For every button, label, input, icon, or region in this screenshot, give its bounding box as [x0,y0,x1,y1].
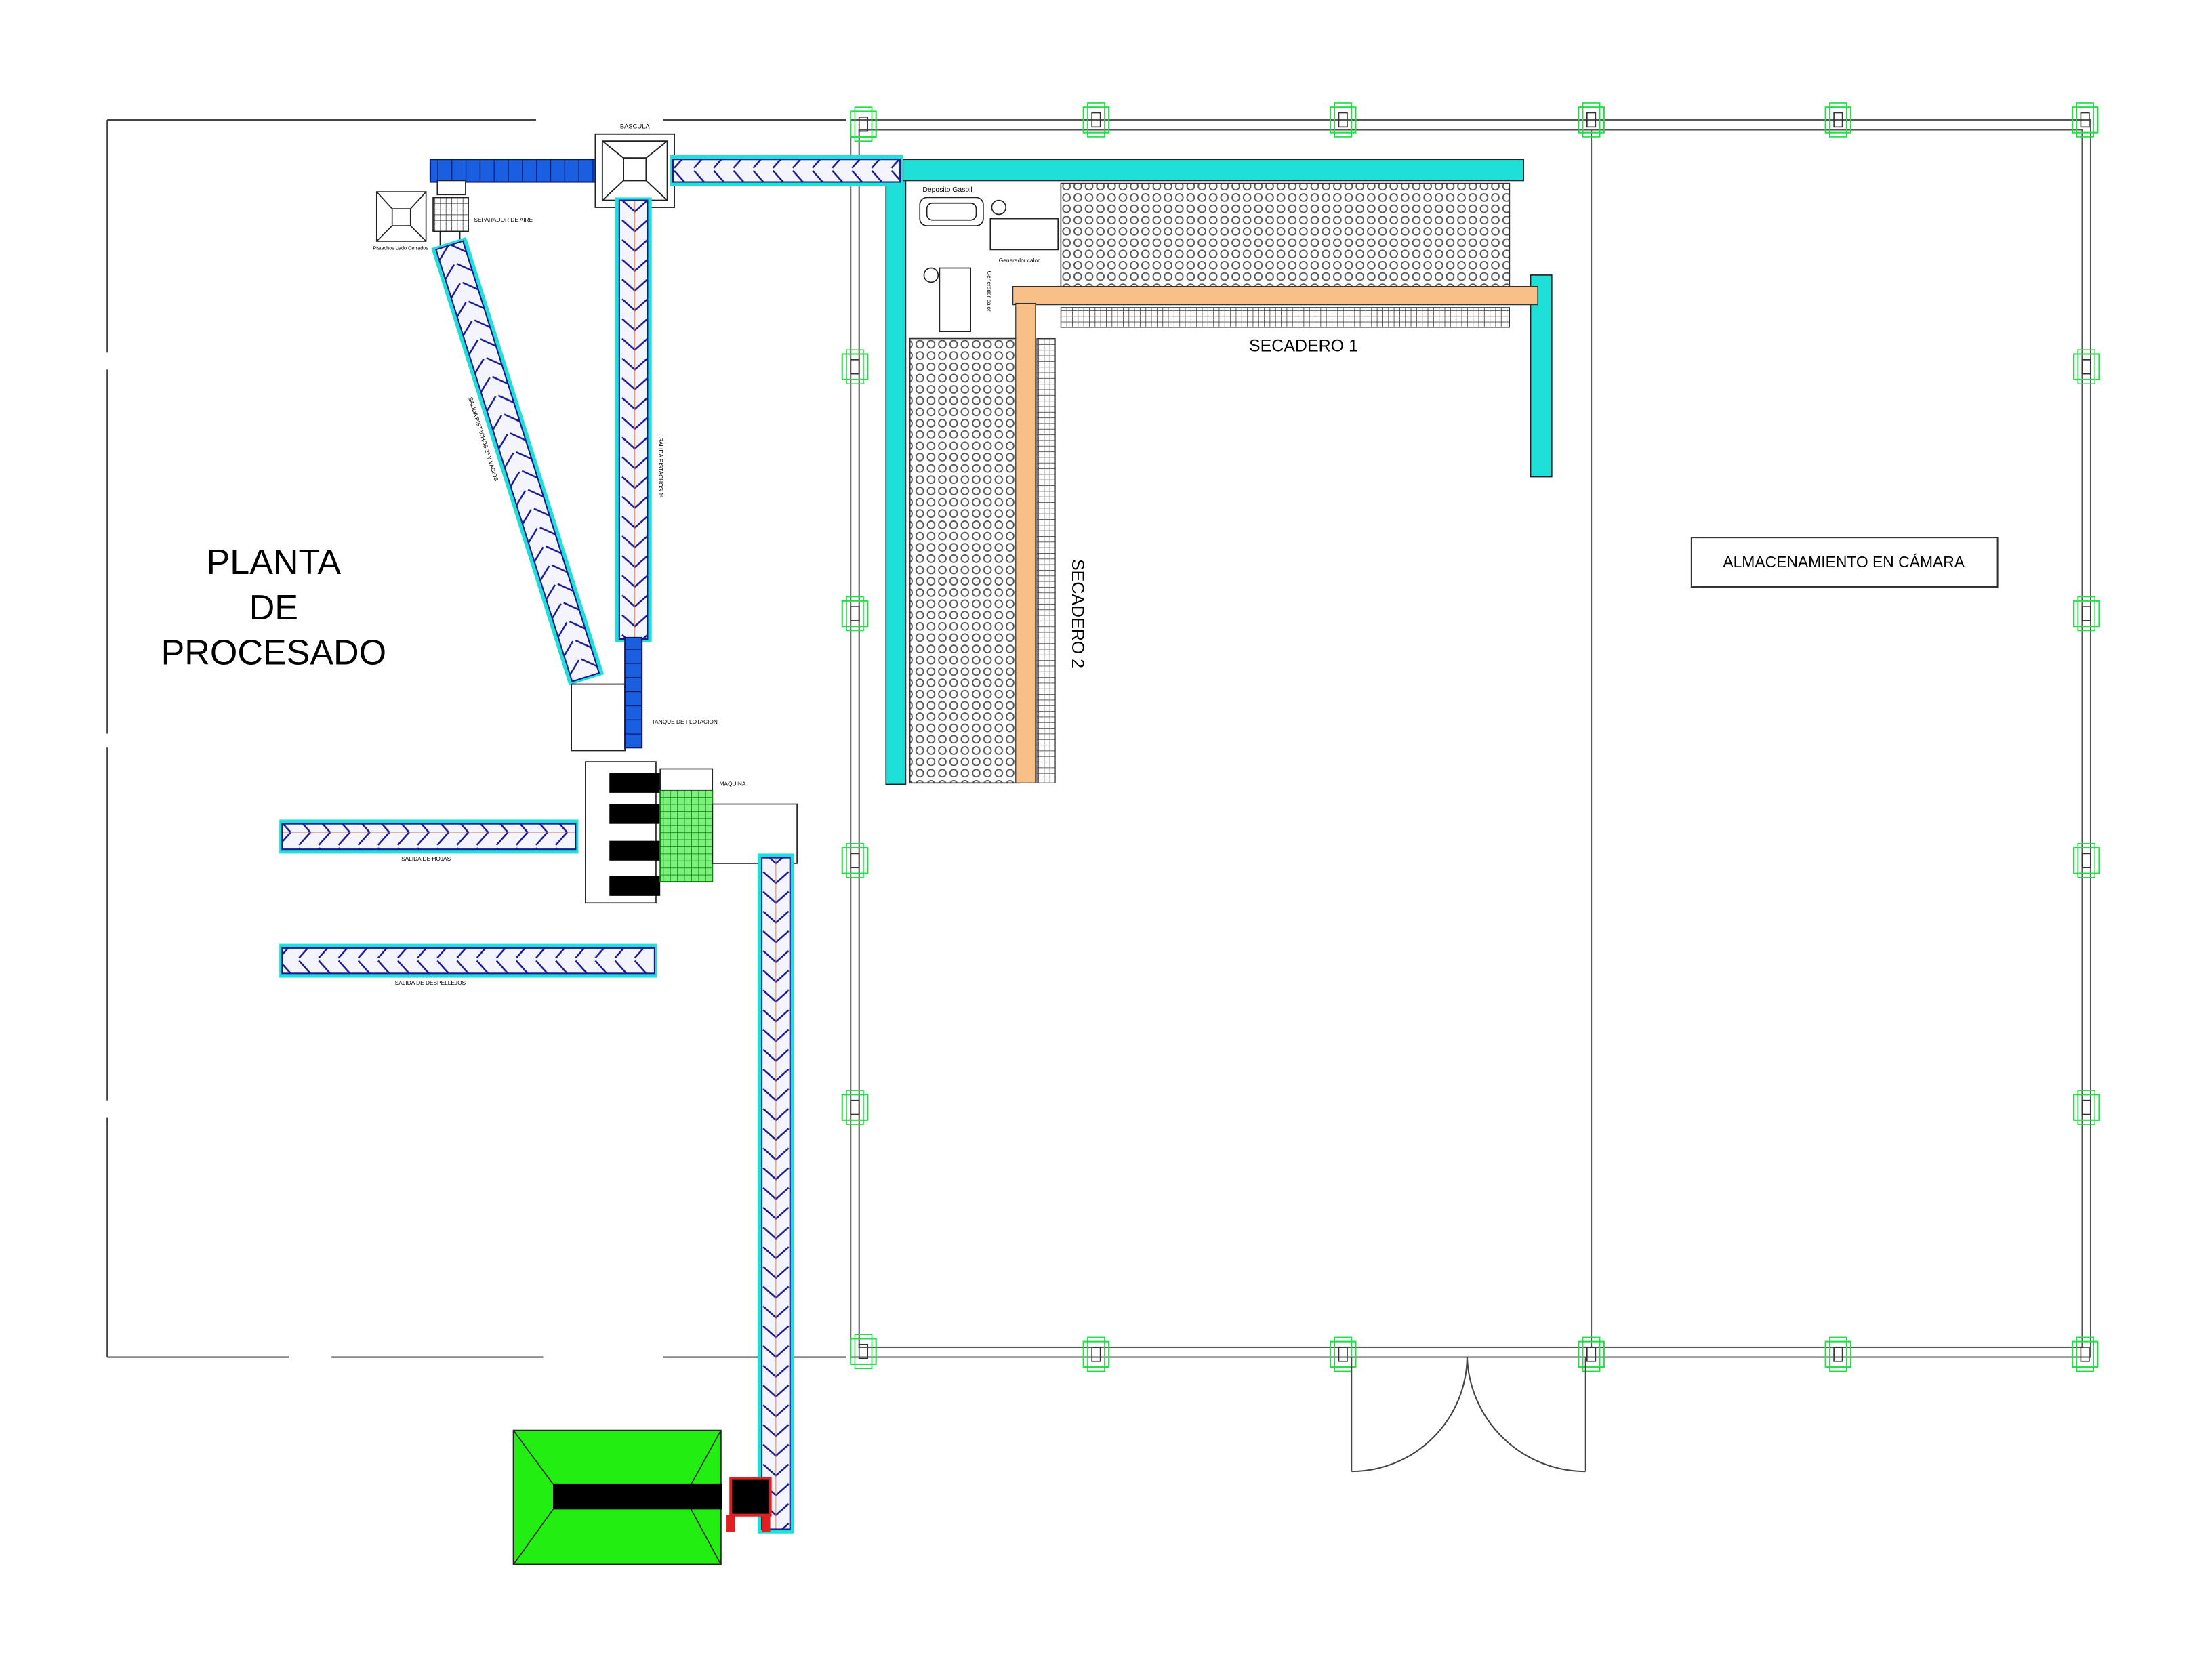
heat-generator-2 [923,267,971,333]
pistachios-1st-conveyor [615,197,652,642]
scale-label: BASCULA [620,123,650,129]
double-door[interactable] [1351,1357,1586,1473]
pistachios-2nd-conveyor [431,237,605,686]
peels-exit-conveyor [279,943,658,978]
peels-exit-label: SALIDA DE DESPELLEJOS [395,979,466,986]
cold-storage-box [1690,537,1999,588]
building-walls [850,119,2092,1358]
diesel-tank [919,197,984,226]
scale-to-dryer-conveyor [670,155,903,186]
machine-label: MAQUINA [720,780,746,787]
leaves-exit-conveyor [279,819,579,854]
closed-pistachios-hopper [375,191,427,242]
reception-hopper [512,1429,772,1565]
heat-generator-1 [989,199,1059,251]
dryer-1: SECADERO 1 [1012,182,1538,355]
air-separator [432,180,469,252]
dryer-2: SECADERO 2 [909,302,1087,784]
scale [594,133,675,208]
flotation-tank-label: TANQUE DE FLOTACION [652,718,718,725]
pistachios-1st-label: SALIDA PISTACHOS 1ª [657,437,664,498]
flotation-tank [571,683,626,752]
cold-storage-label: ALMACENAMIENTO EN CÁMARA [1723,553,1965,571]
heat-generator-2-label: Generador calor [986,271,993,312]
dryer-feed-conveyors [885,159,1553,785]
diesel-tank-label: Deposito Gasoil [922,186,972,194]
air-separator-label: SEPARADOR DE AIRE [474,216,533,223]
closed-pistachios-label: Pistachos Lado Cerrados [373,245,428,251]
heat-generator-1-label: Generador calor [999,257,1040,264]
svg-text:PLANTA: PLANTA [207,543,342,582]
processing-plant-label: PLANTA DE PROCESADO [161,543,387,672]
svg-text:DE: DE [249,588,298,628]
processing-plant-outline [106,119,846,1358]
leaves-exit-label: SALIDA DE HOJAS [401,855,451,862]
dryer-2-label: SECADERO 2 [1068,559,1087,668]
infeed-conveyor [429,159,603,183]
dryer-1-label: SECADERO 1 [1249,336,1358,355]
svg-text:PROCESADO: PROCESADO [161,633,387,672]
flotation-conveyor [624,636,643,749]
machine [585,761,798,904]
main-vertical-conveyor [757,853,794,1534]
